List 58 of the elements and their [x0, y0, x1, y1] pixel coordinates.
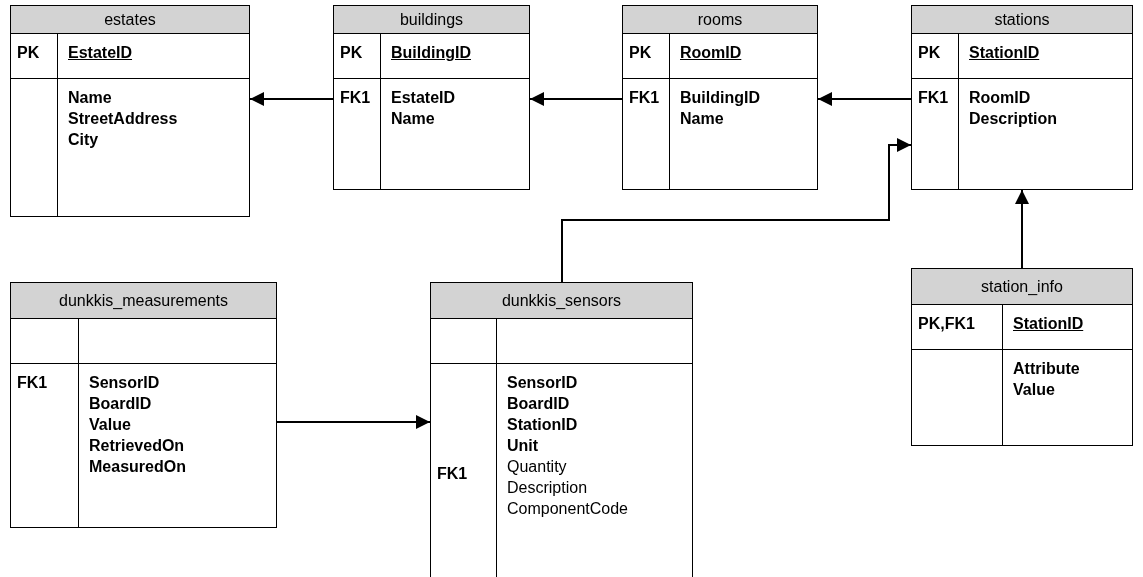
field-name: RoomID	[680, 43, 742, 63]
field-name: RetrievedOn	[89, 436, 186, 456]
field-name: SensorID	[507, 373, 579, 393]
field-name: BuildingID	[680, 88, 760, 108]
key-label: FK1	[918, 88, 950, 108]
key-label: PK	[340, 43, 364, 63]
field-name: MeasuredOn	[89, 457, 186, 477]
field-name: Name	[68, 88, 113, 108]
field-name: StationID	[507, 415, 579, 435]
arrow	[276, 415, 431, 429]
key-label: FK1	[17, 373, 49, 393]
field-name: City	[68, 130, 100, 150]
key-label: PK	[17, 43, 41, 63]
field-name: SensorID	[89, 373, 161, 393]
key-label: PK,FK1	[918, 314, 976, 334]
arrow	[1015, 189, 1029, 269]
field-name: Name	[391, 109, 436, 129]
entity-table	[10, 5, 250, 217]
table-header: station_info	[912, 269, 1132, 305]
entity-table	[911, 5, 1133, 190]
field-name: Attribute	[1013, 359, 1080, 379]
table-header: dunkkis_measurements	[11, 283, 276, 319]
field-name: EstateID	[391, 88, 456, 108]
key-label: PK	[918, 43, 942, 63]
table-header: dunkkis_sensors	[431, 283, 692, 319]
table-header: rooms	[623, 6, 817, 34]
key-label: FK1	[629, 88, 661, 108]
field-name: RoomID	[969, 88, 1032, 108]
entity-table	[911, 268, 1133, 446]
field-name: BoardID	[507, 394, 571, 414]
field-name: StationID	[1013, 314, 1084, 334]
field-name: Value	[89, 415, 132, 435]
table-header: estates	[11, 6, 249, 34]
entity-table	[430, 282, 693, 577]
field-name: Description	[969, 109, 1057, 129]
arrow	[817, 92, 912, 106]
entity-table	[622, 5, 818, 190]
key-label: FK1	[437, 464, 469, 484]
field-name: StreetAddress	[68, 109, 178, 129]
table-header: buildings	[334, 6, 529, 34]
field-name: Value	[1013, 380, 1056, 400]
field-name: Quantity	[507, 457, 568, 477]
field-name: Description	[507, 478, 589, 498]
field-name: EstateID	[68, 43, 133, 63]
key-label: PK	[629, 43, 653, 63]
field-name: BuildingID	[391, 43, 471, 63]
field-name: ComponentCode	[507, 499, 628, 519]
entity-table	[333, 5, 530, 190]
entity-table	[10, 282, 277, 528]
arrow	[561, 138, 912, 283]
field-name: Name	[680, 109, 725, 129]
field-name: BoardID	[89, 394, 153, 414]
arrow	[529, 92, 623, 106]
field-name: StationID	[969, 43, 1040, 63]
arrow	[249, 92, 334, 106]
field-name: Unit	[507, 436, 540, 456]
key-label: FK1	[340, 88, 372, 108]
table-header: stations	[912, 6, 1132, 34]
